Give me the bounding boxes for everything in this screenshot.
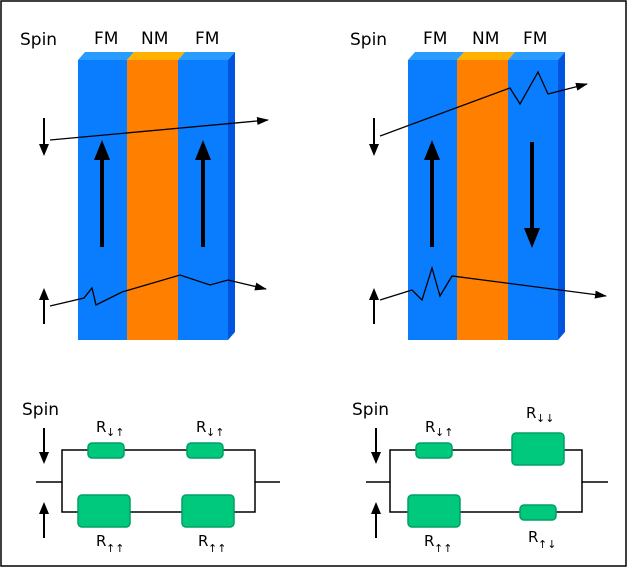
spin-down-arrow — [371, 428, 381, 464]
resistor-large: R ↑↑ — [77, 494, 131, 555]
electron-path-spin-down — [379, 70, 588, 137]
magnetization-arrow-up — [195, 140, 211, 247]
spin-down-arrow — [369, 118, 379, 156]
stack-top-face — [78, 52, 134, 60]
resistor-label: R — [528, 528, 538, 546]
spin-up-arrow — [39, 502, 49, 538]
stack-top-face — [508, 52, 565, 60]
resistor-label: R — [425, 418, 435, 436]
trilayer-stack-left — [78, 52, 235, 340]
electron-path-spin-down — [49, 117, 269, 141]
circuit-left: Spin R ↓↑ R ↓↑ R — [22, 400, 280, 555]
spin-up-arrow — [371, 502, 381, 538]
spin-up-arrow — [369, 288, 379, 324]
fm-label-left-1: FM — [94, 29, 118, 49]
fm-label-right-2: FM — [523, 29, 547, 49]
magnetization-arrow-up — [424, 140, 440, 247]
resistor-subscript: ↑↑ — [106, 542, 124, 555]
resistor-label: R — [526, 404, 536, 422]
nm-label-right: NM — [472, 29, 499, 49]
circuit-wire — [366, 449, 608, 483]
stack-side-face — [558, 52, 565, 340]
spin-up-arrow — [39, 288, 49, 324]
resistor-subscript: ↑↑ — [208, 542, 226, 555]
fm-label-left-2: FM — [195, 29, 219, 49]
resistor-small: R ↓↑ — [87, 418, 125, 459]
stack-side-face — [228, 52, 235, 340]
circuit-wire — [36, 449, 280, 483]
nm-layer — [457, 60, 508, 340]
resistor-label: R — [196, 418, 206, 436]
fm-label-right-1: FM — [423, 29, 447, 49]
resistor-subscript: ↑↑ — [434, 542, 452, 555]
right-panel: Spin FM NM FM — [350, 29, 608, 555]
spin-label-left: Spin — [20, 30, 57, 50]
resistor-small: R ↑↓ — [519, 504, 557, 551]
circuit-wire — [389, 482, 583, 513]
stack-top-face — [457, 52, 515, 60]
circuit-wire — [61, 482, 256, 513]
spin-down-arrow — [39, 118, 49, 156]
resistor-subscript: ↓↑ — [106, 426, 124, 439]
resistor-subscript: ↑↓ — [538, 538, 556, 551]
magnetization-arrow-down — [524, 142, 540, 248]
spin-label-right: Spin — [350, 30, 387, 50]
resistor-label: R — [96, 418, 106, 436]
nm-label-left: NM — [141, 29, 168, 49]
spin-label-circuit-right: Spin — [352, 400, 389, 420]
resistor-large: R ↓↓ — [511, 404, 565, 466]
resistor-subscript: ↓↑ — [206, 426, 224, 439]
resistor-large: R ↑↑ — [181, 494, 235, 555]
stack-top-face — [408, 52, 464, 60]
magnetization-arrow-up — [94, 140, 110, 247]
resistor-label: R — [96, 532, 106, 550]
electron-path-spin-up — [379, 265, 607, 302]
spin-label-circuit-left: Spin — [22, 400, 59, 420]
electron-path-spin-up — [49, 274, 267, 307]
resistor-subscript: ↓↓ — [536, 412, 554, 425]
trilayer-stack-right — [408, 52, 565, 340]
resistor-label: R — [198, 532, 208, 550]
resistor-small: R ↓↑ — [415, 418, 453, 459]
resistor-large: R ↑↑ — [407, 494, 461, 555]
stack-top-face — [178, 52, 235, 60]
nm-layer — [127, 60, 178, 340]
resistor-small: R ↓↑ — [186, 418, 224, 459]
left-panel: Spin FM NM FM — [20, 29, 280, 555]
resistor-subscript: ↓↑ — [435, 426, 453, 439]
stack-top-face — [127, 52, 185, 60]
circuit-right: Spin R ↓↑ R ↓↓ R — [352, 400, 608, 555]
resistor-label: R — [424, 532, 434, 550]
spin-down-arrow — [39, 428, 49, 464]
